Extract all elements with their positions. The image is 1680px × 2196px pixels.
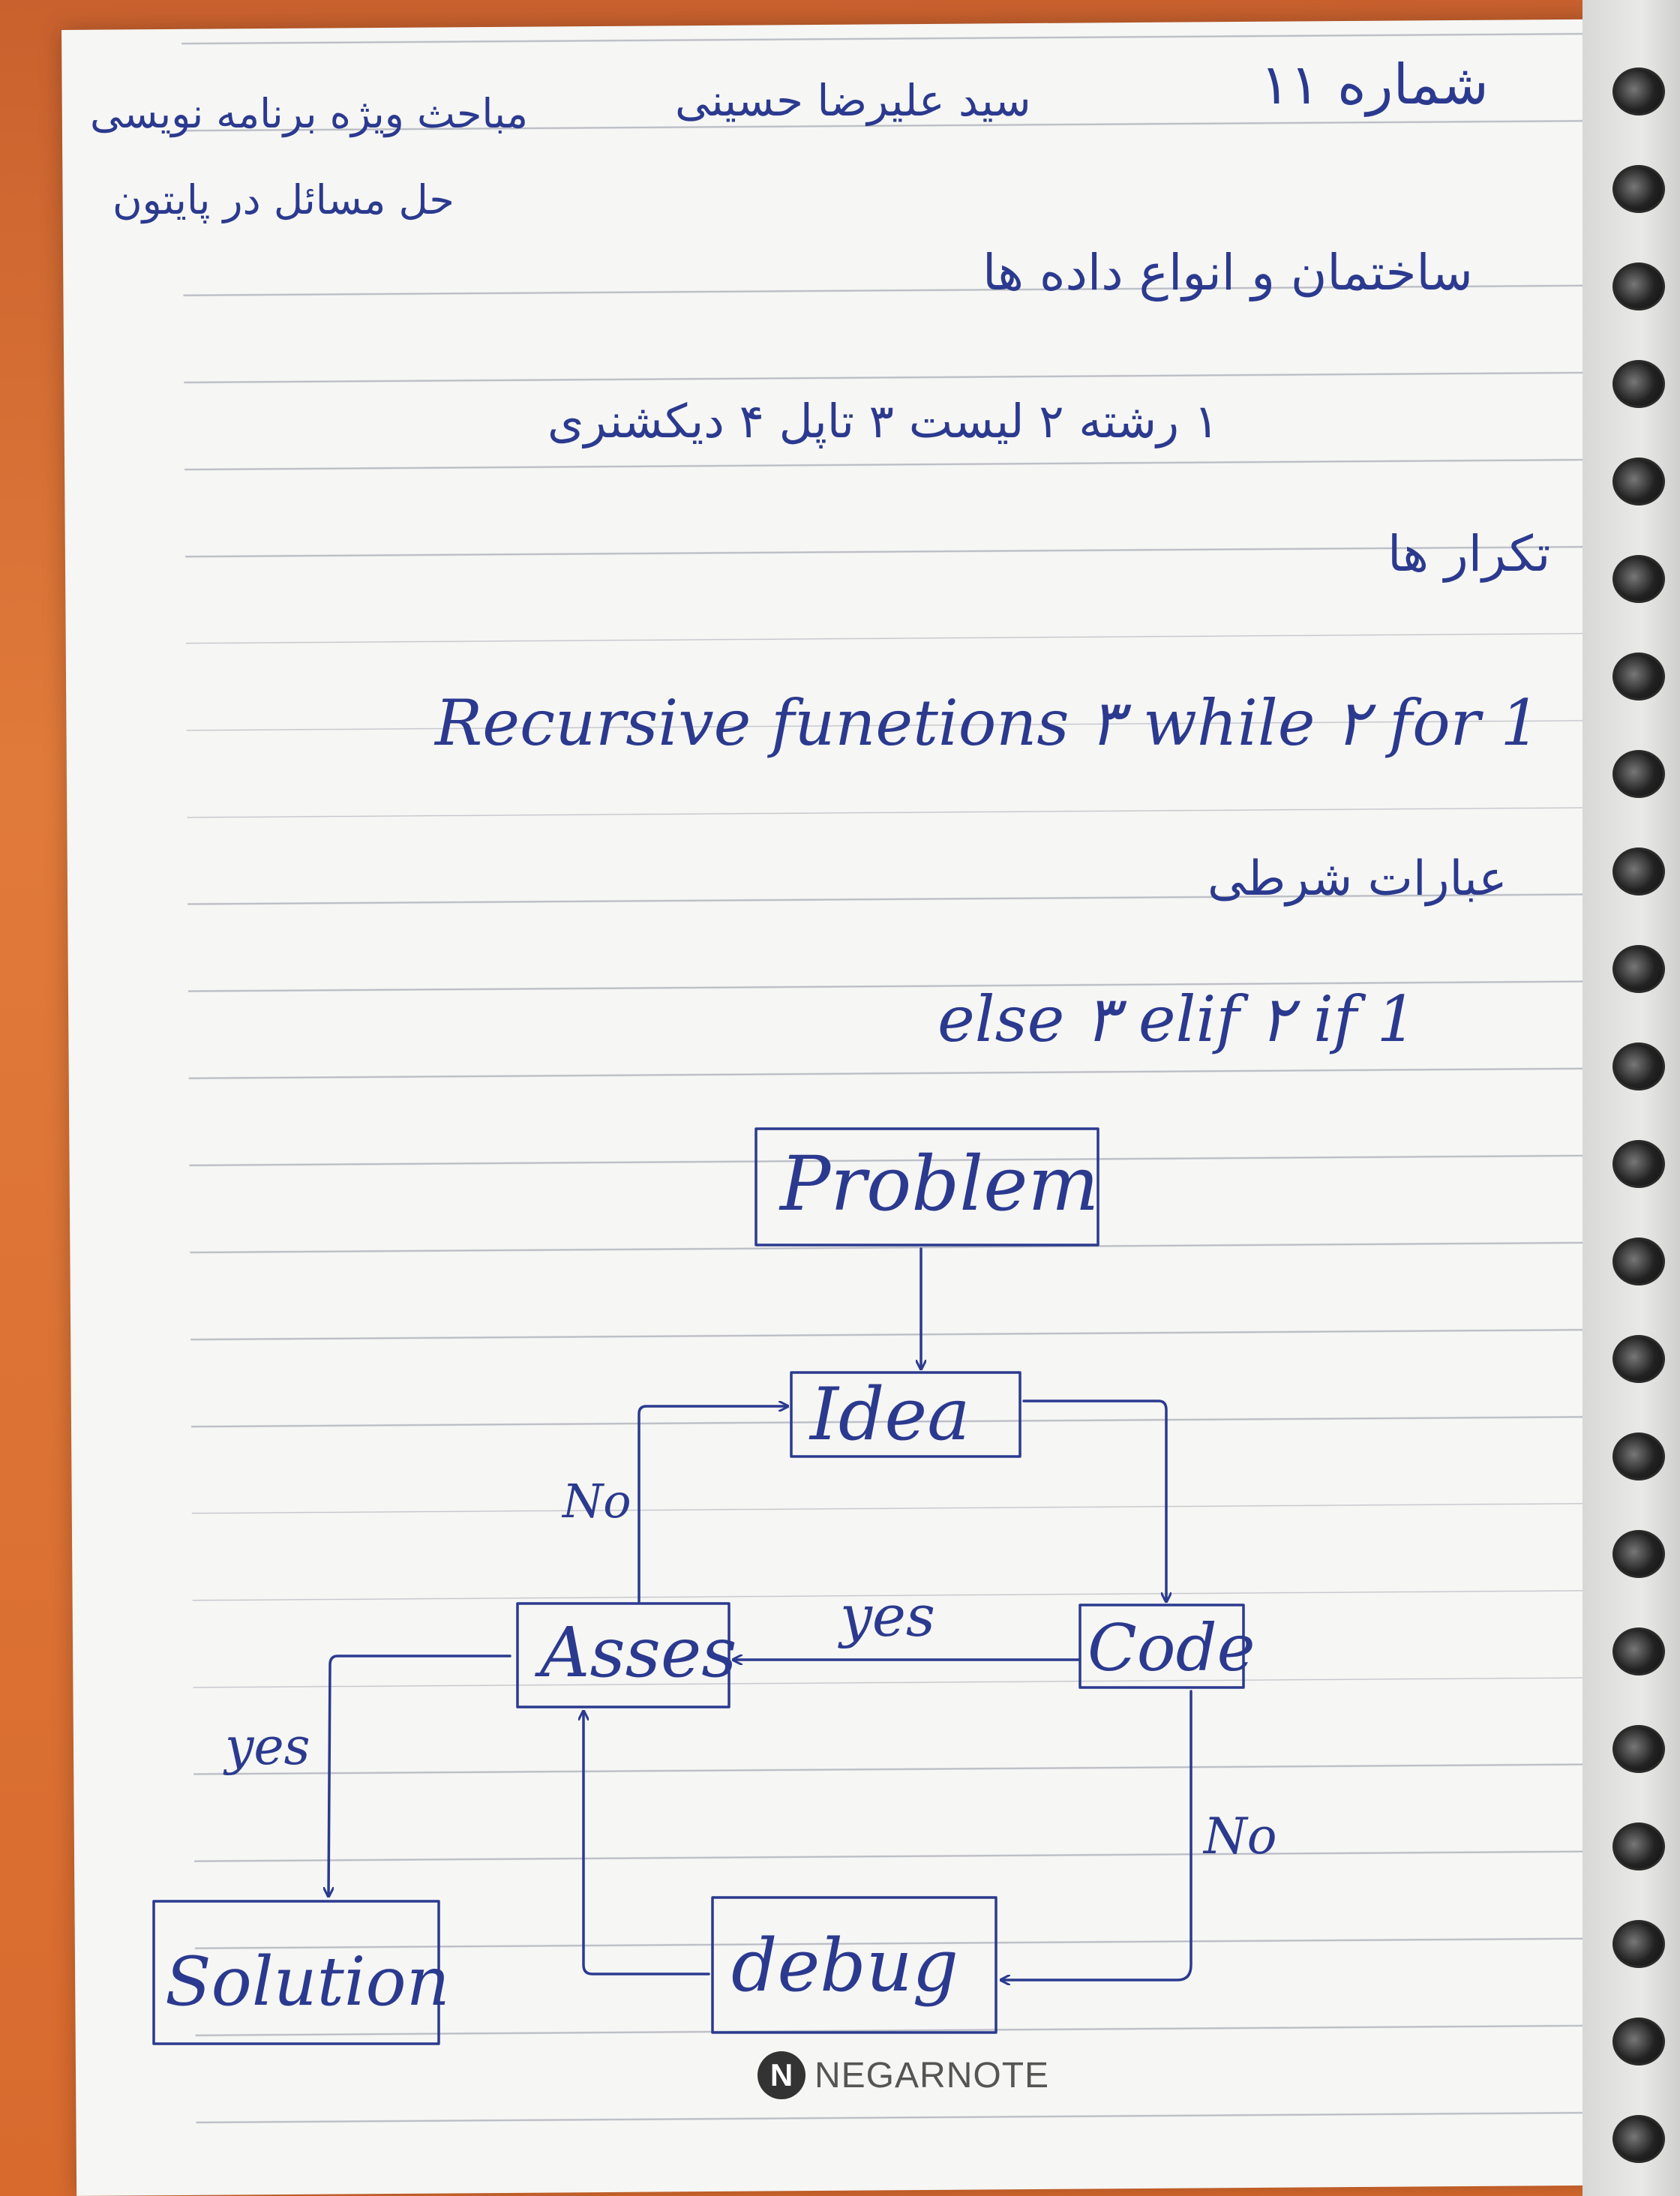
binding-ring xyxy=(1612,750,1665,798)
binding-ring xyxy=(1612,1628,1665,1676)
binding-ring xyxy=(1612,1140,1665,1188)
binding-ring xyxy=(1612,458,1665,506)
label-yes-code-asses: yes xyxy=(840,1582,935,1649)
binding-ring xyxy=(1612,1335,1665,1383)
node-problem: Problem xyxy=(780,1140,1100,1228)
loops-heading: تکرار ها xyxy=(1388,525,1551,583)
binding-ring xyxy=(1612,262,1665,310)
conditions-list: else ۳ elif ۲ if 1 xyxy=(938,982,1418,1056)
conditions-heading: عبارات شرطی xyxy=(1208,851,1508,907)
binding-ring xyxy=(1612,1238,1665,1286)
binding-ring xyxy=(1612,68,1665,116)
node-debug: debug xyxy=(731,1924,958,2008)
binding-ring xyxy=(1612,652,1665,700)
idea-box xyxy=(790,1371,1022,1458)
negarnote-brand: NEGARNOTE xyxy=(814,2055,1050,2096)
negarnote-logo-icon: N xyxy=(758,2051,806,2099)
binding-ring xyxy=(1612,848,1665,896)
course-title-line1: مباحث ویژه برنامه نویسی xyxy=(90,90,529,137)
binding-ring xyxy=(1612,2115,1665,2163)
binding-ring xyxy=(1612,1530,1665,1578)
data-structures-list: ۱ رشته ۲ لیست ۳ تاپل ۴ دیکشنری xyxy=(548,394,1220,448)
binding-ring xyxy=(1612,165,1665,213)
label-no-asses-idea: No xyxy=(562,1474,632,1528)
node-idea: Idea xyxy=(810,1372,970,1456)
negarnote-watermark: N NEGARNOTE xyxy=(758,2051,1049,2099)
asses-box xyxy=(516,1602,730,1708)
binding-ring xyxy=(1612,1432,1665,1480)
arrow-asses-solution xyxy=(328,1654,512,1896)
binding-ring xyxy=(1612,945,1665,993)
spiral-binding xyxy=(1582,0,1680,2196)
binding-ring xyxy=(1612,2018,1665,2066)
label-yes-asses-solution: yes xyxy=(225,1718,310,1777)
loops-list: Recursive funetions ۳ while ۲ for 1 xyxy=(435,686,1540,760)
node-asses: Asses xyxy=(540,1612,737,1693)
arrow-code-debug xyxy=(1001,1690,1192,1980)
debug-box xyxy=(711,1896,998,2034)
binding-ring xyxy=(1612,360,1665,408)
binding-ring xyxy=(1612,1920,1665,1968)
arrow-asses-idea xyxy=(638,1406,788,1603)
binding-ring xyxy=(1612,555,1665,603)
binding-ring xyxy=(1612,1042,1665,1090)
data-structures-heading: ساختمان و انواع داده ها xyxy=(982,244,1473,302)
course-title-line2: حل مسائل در پایتون xyxy=(112,176,454,224)
note-number: شماره ۱۱ xyxy=(1260,52,1489,117)
author-name: سید علیرضا حسینی xyxy=(675,75,1031,126)
problem-box xyxy=(754,1127,1100,1246)
arrow-debug-asses xyxy=(584,1712,710,1976)
node-solution: Solution xyxy=(165,1942,450,2021)
node-code: Code xyxy=(1088,1611,1256,1686)
binding-ring xyxy=(1612,1725,1665,1773)
code-box xyxy=(1078,1604,1245,1689)
label-no-code-debug: No xyxy=(1204,1808,1277,1865)
binding-ring xyxy=(1612,1822,1665,1870)
arrow-idea-code xyxy=(1022,1400,1166,1601)
solution-box xyxy=(152,1900,440,2045)
